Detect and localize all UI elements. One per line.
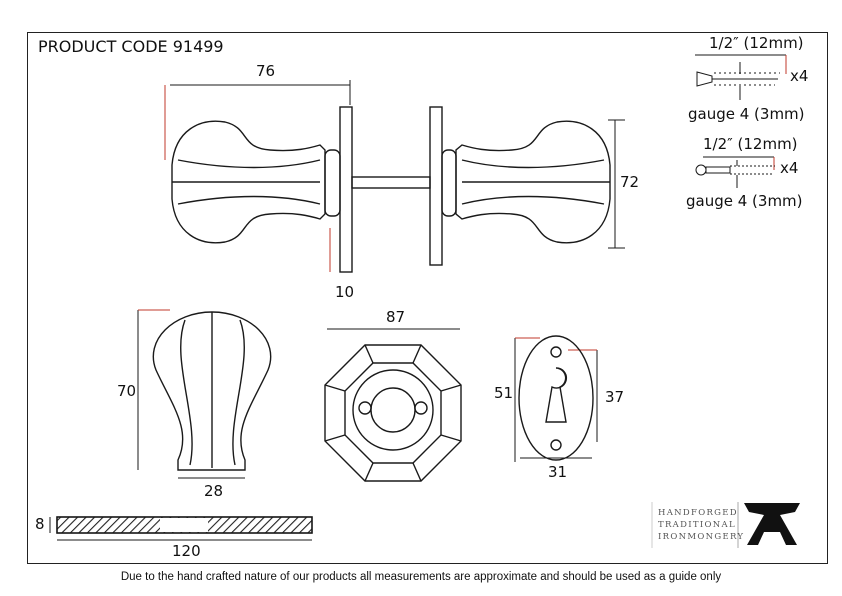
dim-rose-width: 87 bbox=[386, 308, 406, 326]
screws bbox=[695, 62, 780, 188]
anvil-logo-icon bbox=[744, 503, 800, 545]
knob-side-left bbox=[171, 106, 353, 273]
dim-escutcheon-height: 51 bbox=[494, 384, 514, 402]
drawing-frame bbox=[27, 32, 828, 564]
dim-spindle-thickness: 8 bbox=[35, 515, 45, 533]
dim-spindle-length: 120 bbox=[172, 542, 201, 560]
knob-front bbox=[152, 311, 272, 471]
screw2-qty: x4 bbox=[780, 159, 799, 177]
spindle bbox=[351, 176, 431, 189]
screw1-gauge: gauge 4 (3mm) bbox=[688, 105, 805, 123]
logo-line-2: TRADITIONAL bbox=[658, 520, 736, 530]
knob-side-right bbox=[429, 106, 611, 266]
screw1-qty: x4 bbox=[790, 67, 809, 85]
product-code: PRODUCT CODE 91499 bbox=[38, 37, 224, 56]
screw2-gauge: gauge 4 (3mm) bbox=[686, 192, 803, 210]
octagonal-rose bbox=[324, 344, 462, 482]
logo-line-1: HANDFORGED bbox=[658, 508, 738, 518]
dim-knob-front-height: 70 bbox=[117, 382, 137, 400]
escutcheon bbox=[518, 335, 594, 461]
dim-knob-length: 76 bbox=[256, 62, 276, 80]
dim-escutcheon-inner: 37 bbox=[605, 388, 625, 406]
logo-text: HANDFORGED TRADITIONAL IRONMONGERY bbox=[658, 507, 744, 543]
dim-escutcheon-width: 31 bbox=[548, 463, 568, 481]
screw1-length: 1/2″ (12mm) bbox=[709, 34, 804, 52]
dim-rose-thickness: 10 bbox=[335, 283, 355, 301]
leader-lines bbox=[138, 55, 787, 351]
dimension-lines bbox=[49, 54, 786, 541]
dim-knob-height: 72 bbox=[620, 173, 640, 191]
dim-knob-base-width: 28 bbox=[204, 482, 224, 500]
screw2-length: 1/2″ (12mm) bbox=[703, 135, 798, 153]
footer-disclaimer: Due to the hand crafted nature of our pr… bbox=[120, 571, 722, 583]
logo-line-3: IRONMONGERY bbox=[658, 532, 745, 542]
